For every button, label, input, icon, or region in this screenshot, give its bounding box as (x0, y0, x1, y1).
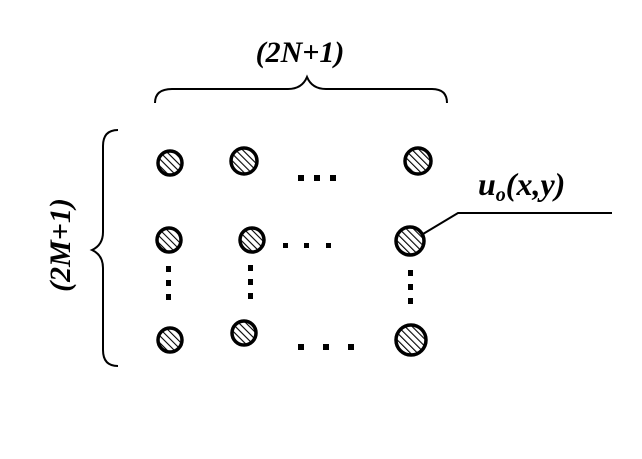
element-circle-r2c1 (155, 226, 183, 254)
element-circle-rMc1 (156, 326, 184, 354)
element-circle-rMcN (394, 323, 428, 357)
element-label-main: u (478, 166, 496, 202)
column-count-label: (2N+1) (256, 36, 345, 69)
element-circle-rMc2 (230, 319, 258, 347)
element-circle-r1c2 (229, 146, 259, 176)
element-circle-r1cN (403, 146, 433, 176)
row-count-label: (2M+1) (44, 198, 77, 292)
element-leader-line (422, 212, 612, 235)
vertical-ellipsis-col1 (166, 266, 171, 300)
vertical-ellipsis-col2 (248, 265, 253, 299)
horizontal-ellipsis-row2 (283, 243, 331, 248)
element-circle-r2cN (394, 225, 426, 257)
element-label: uo(x,y) (478, 166, 565, 206)
horizontal-ellipsis-row1 (298, 175, 336, 181)
element-circle-r2c2 (238, 226, 266, 254)
element-label-sub: o (496, 184, 506, 206)
left-brace (89, 129, 119, 367)
vertical-ellipsis-colN (408, 270, 413, 304)
top-brace (154, 74, 448, 104)
element-label-args: (x,y) (506, 166, 566, 202)
element-circle-r1c1 (156, 149, 184, 177)
horizontal-ellipsis-row3 (298, 344, 354, 350)
element-grid (155, 146, 433, 357)
